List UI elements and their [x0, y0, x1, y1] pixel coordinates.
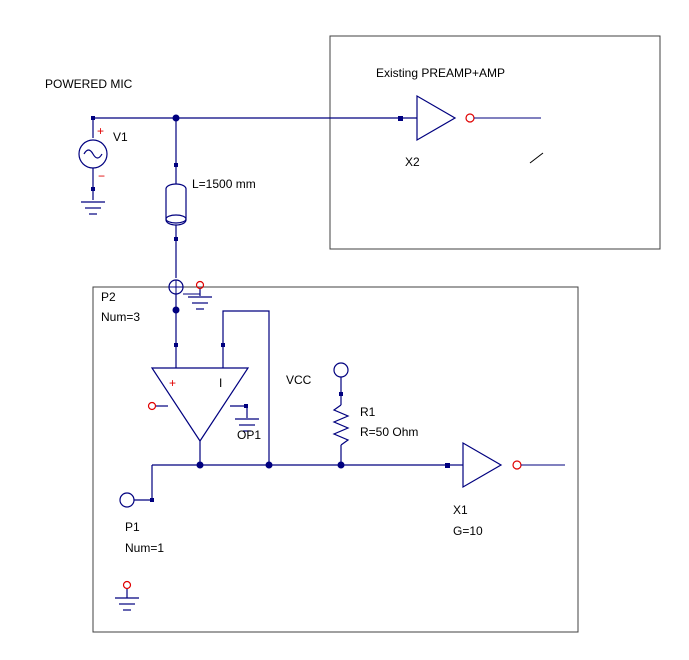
op1-opamp[interactable] — [147, 367, 250, 465]
op1-label: OP1 — [237, 428, 261, 442]
p1-num-label: Num=1 — [125, 541, 164, 555]
bottom-ground-icon — [115, 580, 139, 611]
v1-minus-label: − — [98, 169, 105, 183]
p1-label: P1 — [125, 520, 140, 534]
tline-pin-top — [174, 163, 178, 167]
subcircuit-frame[interactable] — [92, 286, 579, 633]
x1-gain-label: G=10 — [453, 524, 483, 538]
r1-label: R1 — [360, 405, 376, 419]
v1-voltage-source[interactable] — [78, 116, 108, 200]
tline-label: L=1500 mm — [192, 177, 256, 191]
vcc-terminal[interactable] — [333, 362, 349, 405]
p2-junction-dot — [172, 306, 180, 314]
powered-mic-label: POWERED MIC — [45, 77, 133, 91]
p1-pin — [150, 498, 154, 502]
r1-value-label: R=50 Ohm — [360, 425, 418, 439]
p2-num-label: Num=3 — [101, 310, 140, 324]
opamp-ground-icon — [235, 418, 259, 432]
x1-amplifier[interactable] — [445, 441, 565, 489]
transmission-line[interactable] — [165, 118, 187, 278]
v1-label: V1 — [113, 130, 128, 144]
bottom-signal-wire[interactable] — [134, 464, 447, 501]
opamp-output-junction-dot — [196, 461, 204, 469]
r1-resistor[interactable] — [332, 404, 350, 465]
p2-label: P2 — [101, 290, 116, 304]
x2-label: X2 — [405, 155, 420, 169]
x2-diagonal-mark — [529, 152, 544, 164]
vcc-label: VCC — [286, 373, 312, 387]
x2-amplifier[interactable] — [398, 94, 541, 142]
existing-amp-label: Existing PREAMP+AMP — [376, 66, 505, 80]
opamp-plus-pin — [174, 343, 178, 347]
feedback-junction-dot — [265, 461, 273, 469]
opamp-minus-label: I — [219, 376, 222, 390]
v1-ground-icon — [81, 201, 105, 215]
x1-label: X1 — [453, 503, 468, 517]
p2-ground-icon — [188, 296, 212, 310]
p1-port[interactable] — [119, 492, 135, 508]
feedback-wire[interactable] — [222, 310, 270, 465]
top-signal-wire[interactable] — [92, 117, 400, 138]
opamp-minus-pin — [221, 343, 225, 347]
opamp-plus-label: + — [169, 376, 176, 390]
tline-pin-bottom — [174, 237, 178, 241]
p2-port[interactable] — [168, 279, 205, 296]
existing-amp-frame[interactable] — [329, 35, 661, 250]
v1-plus-label: + — [97, 124, 104, 138]
